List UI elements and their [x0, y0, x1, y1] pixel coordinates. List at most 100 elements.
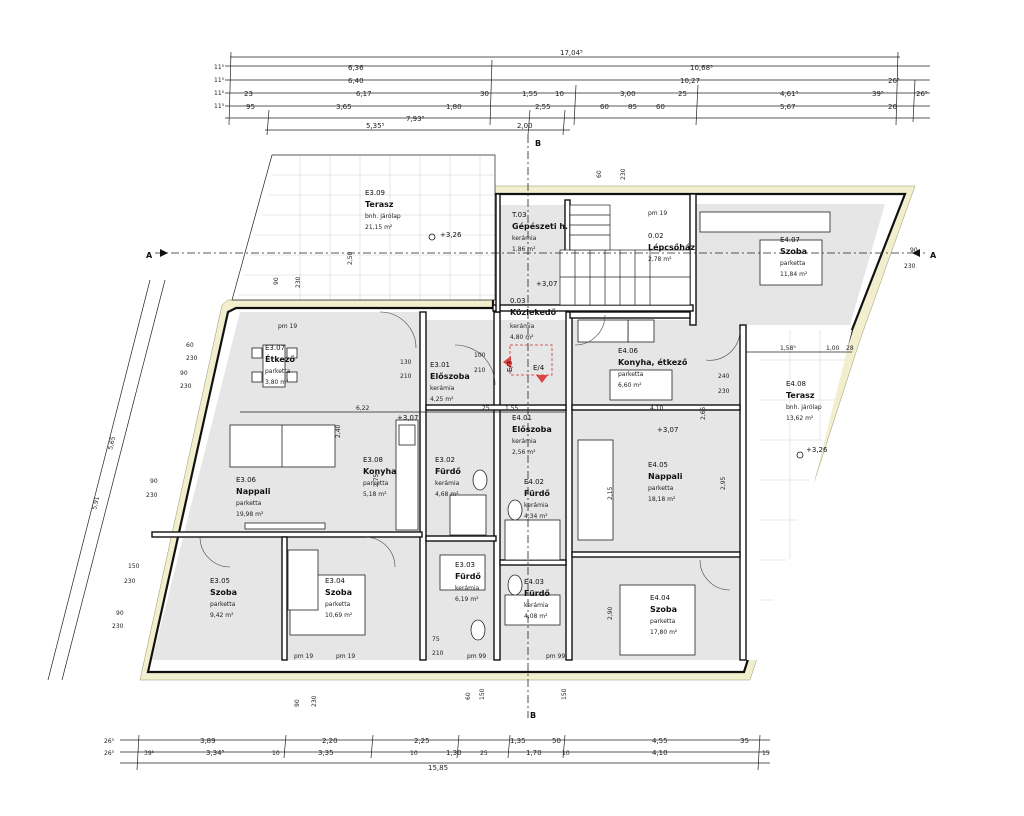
svg-text:6,22: 6,22	[356, 405, 370, 412]
dim-top-r2-a: 6,36	[348, 64, 364, 72]
svg-text:E3.05: E3.05	[210, 577, 230, 585]
svg-text:150: 150	[479, 688, 486, 700]
dim-top-r4-3: 1,55	[522, 90, 538, 98]
level-corridor: +3,07	[536, 280, 557, 288]
svg-text:60: 60	[596, 170, 603, 178]
svg-text:230: 230	[620, 168, 627, 180]
dim-top-r4-7: 4,61⁵	[780, 90, 799, 98]
svg-text:2,50: 2,50	[347, 251, 354, 265]
svg-text:pm 19: pm 19	[648, 210, 667, 217]
dim-top-r5-6: 60	[656, 103, 665, 111]
svg-text:3,80 m²: 3,80 m²	[265, 379, 289, 386]
svg-text:1,86 m²: 1,86 m²	[512, 246, 536, 253]
dim-bottom-r1-0: 26⁵	[104, 738, 115, 745]
dim-bottom-r2-5: 10	[410, 750, 418, 757]
room-t-03: T.03 Gépészeti h. kerámia 1,86 m²	[511, 211, 568, 253]
svg-text:Szoba: Szoba	[650, 605, 677, 614]
svg-text:pm 19: pm 19	[278, 323, 297, 330]
svg-text:kerámia: kerámia	[455, 585, 480, 592]
svg-text:4,10: 4,10	[650, 405, 664, 412]
room-e3-03: E3.03 Fürdő kerámia 6,19 m²	[455, 561, 481, 603]
level-markers: +3,26 +3,07 +3,07 +3,07 +3,26	[397, 231, 828, 459]
section-a-left-label: A	[146, 251, 153, 260]
section-a-right-label: A	[930, 251, 937, 260]
svg-text:4,08 m²: 4,08 m²	[524, 613, 548, 620]
svg-text:230: 230	[146, 492, 158, 499]
svg-text:90: 90	[150, 478, 158, 485]
svg-text:parketta: parketta	[780, 260, 806, 267]
dim-bottom-r2-4: 3,35	[318, 749, 334, 757]
dim-bottom-r1-6: 4,55	[652, 737, 668, 745]
svg-text:230: 230	[718, 388, 730, 395]
svg-text:pm 99: pm 99	[467, 653, 486, 660]
dim-bottom-r2-10: 4,10	[652, 749, 668, 757]
inner-dimensions: 6,22 25 1,55 4,10 1,58⁵ 1,00 28 2,50 2,7…	[240, 251, 854, 620]
svg-text:2,15: 2,15	[607, 486, 614, 500]
svg-text:1,58⁵: 1,58⁵	[780, 345, 796, 352]
level-e4: +3,07	[657, 426, 678, 434]
dim-top-r5-5: 85	[628, 103, 637, 111]
svg-text:Szoba: Szoba	[325, 588, 352, 597]
svg-text:E4.07: E4.07	[780, 236, 800, 244]
svg-text:E4.04: E4.04	[650, 594, 671, 602]
room-0-03: 0.03 Közlekedő kerámia 4,80 m²	[510, 297, 557, 341]
svg-text:parketta: parketta	[325, 601, 351, 608]
svg-text:pm 19: pm 19	[294, 653, 313, 660]
svg-text:Terasz: Terasz	[365, 200, 394, 209]
svg-text:parketta: parketta	[265, 368, 291, 375]
room-e3-05: E3.05 Szoba parketta 9,42 m²	[210, 577, 237, 619]
dim-top-r7-a: 5,35⁵	[366, 122, 385, 130]
svg-text:Terasz: Terasz	[786, 391, 815, 400]
svg-text:90: 90	[910, 247, 918, 254]
dim-top-r5-4: 60	[600, 103, 609, 111]
svg-text:parketta: parketta	[363, 480, 389, 487]
svg-text:5,65: 5,65	[107, 436, 117, 451]
svg-text:bnh. járólap: bnh. járólap	[365, 213, 401, 220]
svg-text:bnh. járólap: bnh. járólap	[786, 404, 822, 411]
dim-bottom-r2-0: 26⁵	[104, 750, 115, 757]
svg-text:4,80 m²: 4,80 m²	[510, 334, 534, 341]
dim-bottom-r2-8: 1,70	[526, 749, 542, 757]
level-e3: +3,07	[397, 414, 418, 422]
svg-text:4,34 m²: 4,34 m²	[524, 513, 548, 520]
dim-top-r4-2: 30	[480, 90, 489, 98]
svg-text:230: 230	[186, 355, 198, 362]
dim-bottom-r2-2: 3,34⁵	[206, 749, 225, 757]
section-b-bottom-label: B	[530, 711, 536, 720]
svg-text:90: 90	[116, 610, 124, 617]
dim-top-r3-a: 6,40	[348, 77, 364, 85]
room-e3-08: E3.08 Konyha parketta 5,18 m²	[363, 456, 397, 498]
svg-text:E3.07: E3.07	[265, 344, 285, 352]
svg-text:2,56 m²: 2,56 m²	[512, 449, 536, 456]
svg-text:25: 25	[482, 405, 490, 412]
room-e4-04: E4.04 Szoba parketta 17,80 m²	[650, 594, 678, 636]
interior-walls	[151, 193, 747, 661]
room-e3-07: E3.07 Étkező parketta 3,80 m²	[265, 344, 295, 386]
dim-top-r5-2: 1,80	[446, 103, 462, 111]
svg-text:230: 230	[295, 276, 302, 288]
dim-top-r4-8: 39⁵	[872, 90, 884, 98]
dim-top-r3-c: 26⁵	[888, 77, 900, 85]
svg-text:150: 150	[128, 563, 140, 570]
svg-text:1,55: 1,55	[505, 405, 519, 412]
svg-text:Szoba: Szoba	[780, 247, 807, 256]
svg-text:E4.03: E4.03	[524, 578, 544, 586]
dim-top-r4-5: 3,00	[620, 90, 636, 98]
svg-text:E4.02: E4.02	[524, 478, 544, 486]
svg-text:E3.02: E3.02	[435, 456, 455, 464]
bottom-dimension-chain: 26⁵ 3,89 2,20 2,25 1,35 50 4,55 35 26⁵ 3…	[104, 734, 770, 772]
svg-text:Előszoba: Előszoba	[512, 425, 552, 434]
dim-top-r5-1: 3,65	[336, 103, 352, 111]
svg-text:11,84 m²: 11,84 m²	[780, 271, 808, 278]
svg-text:75: 75	[432, 636, 440, 643]
dim-left-mark-4: 11⁵	[214, 103, 225, 110]
svg-text:2,78 m²: 2,78 m²	[648, 256, 672, 263]
section-b-top-label: B	[535, 139, 541, 148]
svg-text:5,18 m²: 5,18 m²	[363, 491, 387, 498]
svg-text:2,40: 2,40	[335, 424, 342, 438]
svg-text:13,62 m²: 13,62 m²	[786, 415, 814, 422]
room-labels: E3.09 Terasz bnh. járólap 21,15 m² E3.07…	[210, 189, 822, 636]
room-e4-07: E4.07 Szoba parketta 11,84 m²	[780, 236, 808, 278]
svg-text:1,00: 1,00	[826, 345, 840, 352]
svg-text:E4.01: E4.01	[512, 414, 532, 422]
